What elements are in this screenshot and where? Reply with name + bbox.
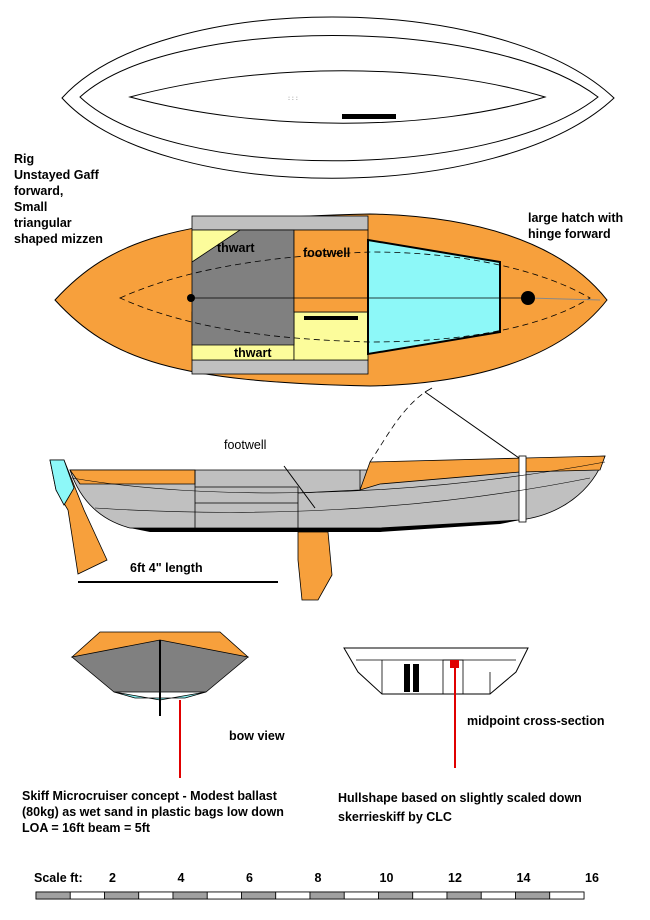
scale-segment	[35, 891, 71, 900]
fore-deck-side	[359, 455, 606, 491]
forward-hatch	[367, 238, 501, 356]
crew-figure-2	[413, 664, 419, 692]
thwart-bottom-label: thwart	[234, 346, 272, 360]
main-mast	[521, 291, 535, 305]
footwell-leader	[283, 465, 316, 509]
deck-plan-view	[54, 213, 608, 387]
thwart-top-label: thwart	[217, 241, 255, 255]
hatch-swing-arc	[369, 391, 426, 463]
scale-segment	[378, 891, 414, 900]
scale-segment	[446, 891, 482, 900]
centreboard	[297, 531, 333, 601]
bowsprit-line	[527, 297, 601, 301]
scale-tick-label: 6	[246, 871, 253, 885]
crew-figure-1	[404, 664, 410, 692]
scale-segment	[549, 891, 585, 900]
chine-outline	[128, 70, 547, 124]
scale-segment	[309, 891, 345, 900]
side-deck-top	[191, 215, 369, 231]
plan-centre-bar	[342, 114, 396, 119]
bow-waterline	[113, 691, 207, 701]
scale-tick-label: 8	[314, 871, 322, 885]
footwell-plan-label: footwell	[303, 246, 351, 260]
section-outline	[343, 647, 529, 695]
scale-tick-label: 10	[379, 871, 394, 885]
concept-note: Skiff Microcruiser concept - Modest ball…	[22, 789, 284, 835]
cross-section-label: midpoint cross-section	[467, 714, 605, 728]
scale-bar	[35, 891, 585, 900]
scale-segment	[412, 891, 448, 900]
mizzen-mast	[187, 294, 195, 302]
scale-tick-label: 4	[177, 871, 185, 885]
scale-segment	[275, 891, 311, 900]
scale-tick-label: 14	[516, 871, 531, 885]
rig-note: Rig Unstayed Gaff forward, Small triangu…	[14, 152, 103, 246]
scale-segment	[172, 891, 208, 900]
rudder-head	[49, 459, 75, 506]
hatch-open-line	[424, 391, 520, 459]
cross-section-drawing	[343, 647, 529, 768]
scale-tick-label: 2	[109, 871, 116, 885]
tiny-dots-mark: : : :	[288, 95, 298, 102]
scale-segment	[138, 891, 174, 900]
scale-tick-label: 12	[448, 871, 462, 885]
scale-segment	[241, 891, 277, 900]
chine-dashed	[119, 251, 591, 343]
scale-segment	[206, 891, 242, 900]
scale-segment	[480, 891, 516, 900]
bow-view-drawing	[70, 631, 250, 778]
inner-outline	[79, 35, 599, 162]
aft-deck-side	[69, 469, 196, 485]
mast-post	[518, 455, 527, 523]
footwell-side-label: footwell	[224, 438, 267, 452]
scale-segment	[343, 891, 379, 900]
scale-title: Scale ft:	[34, 871, 83, 885]
sheer-outline	[61, 16, 615, 179]
plan-bar	[304, 316, 358, 320]
footwell-panel	[293, 229, 369, 313]
side-deck-bottom	[191, 359, 369, 375]
keel-ballast	[130, 520, 520, 532]
bow-view-label: bow view	[229, 729, 285, 743]
hull-note: Hullshape based on slightly scaled down …	[338, 791, 582, 824]
hatch-note: large hatch with hinge forward	[528, 211, 624, 241]
scale-segment	[515, 891, 551, 900]
hull-outline-plan-view: : : :	[61, 16, 615, 179]
scale-segment	[104, 891, 140, 900]
scale-segment	[69, 891, 105, 900]
length-label: 6ft 4" length	[130, 561, 203, 575]
side-profile-view	[49, 387, 606, 601]
scale-tick-label: 16	[585, 871, 599, 885]
